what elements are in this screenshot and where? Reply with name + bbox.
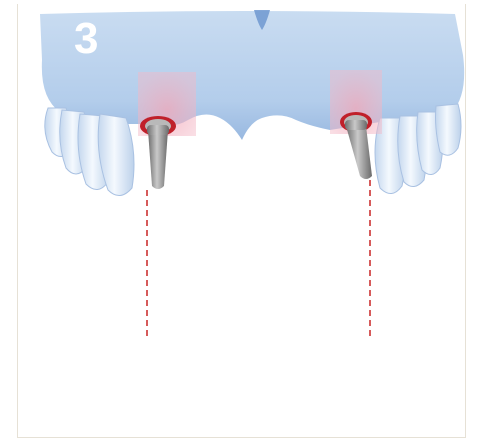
left-teeth — [45, 108, 134, 196]
left-implant-post-icon — [140, 116, 176, 189]
right-implant-post-icon — [340, 112, 372, 179]
step-number: 3 — [74, 14, 98, 64]
